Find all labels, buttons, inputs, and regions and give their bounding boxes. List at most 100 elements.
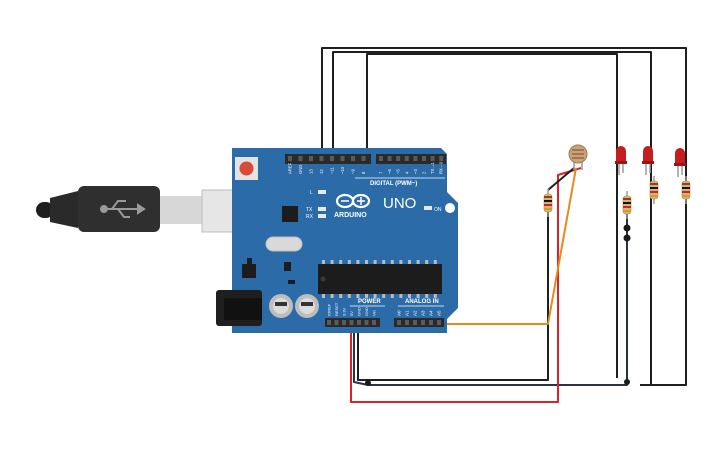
digital-pin[interactable] xyxy=(298,156,303,161)
digital-pin[interactable] xyxy=(387,156,392,161)
chip-leg xyxy=(425,294,429,298)
chip-leg xyxy=(373,260,377,264)
chip-leg xyxy=(347,260,351,264)
digital-pin-label: 2 xyxy=(422,171,427,174)
digital-pin[interactable] xyxy=(379,156,383,161)
chip-leg xyxy=(322,260,325,264)
digital-pin-dots xyxy=(288,156,444,161)
digital-pin[interactable] xyxy=(309,156,313,161)
chip-leg xyxy=(416,294,420,298)
power-pin[interactable] xyxy=(364,320,369,325)
usb-icon xyxy=(100,200,146,218)
digital-pin[interactable] xyxy=(413,156,418,161)
wire-pin10-led1[interactable] xyxy=(366,53,618,378)
digital-pin[interactable] xyxy=(439,156,444,161)
power-pin[interactable] xyxy=(372,320,376,325)
wire-pin12-led2[interactable] xyxy=(332,51,652,385)
digital-pin[interactable] xyxy=(340,156,345,161)
led[interactable] xyxy=(642,146,654,175)
digital-pin[interactable] xyxy=(404,156,409,161)
chip-leg xyxy=(399,260,403,264)
chip-leg xyxy=(390,260,394,264)
power-pin-label: Vin xyxy=(372,310,377,316)
junction-4 xyxy=(365,380,371,386)
power-pin[interactable] xyxy=(349,320,354,325)
wire-gnd-return[interactable] xyxy=(357,205,549,381)
power-pin[interactable] xyxy=(327,320,331,325)
board-led-tx-label: TX xyxy=(306,207,313,213)
photoresistor-track xyxy=(572,149,584,159)
digital-pin[interactable] xyxy=(351,156,355,161)
photoresistor[interactable] xyxy=(568,144,588,170)
resistor[interactable] xyxy=(649,176,659,204)
analog-pin[interactable] xyxy=(405,320,409,325)
crystal xyxy=(265,236,303,252)
digital-pin[interactable] xyxy=(319,156,324,161)
analog-pin-label: A5 xyxy=(437,310,442,316)
power-pin[interactable] xyxy=(342,320,346,325)
chip-leg xyxy=(433,260,437,264)
wire-ldr-res[interactable] xyxy=(547,167,575,191)
chip-leg xyxy=(365,294,368,298)
analog-pin[interactable] xyxy=(429,320,433,325)
digital-pin[interactable] xyxy=(288,156,292,161)
power-pin[interactable] xyxy=(357,320,361,325)
led[interactable] xyxy=(674,148,686,177)
digital-pin-label: ~5 xyxy=(396,169,401,174)
led[interactable] xyxy=(615,146,627,175)
regulator xyxy=(242,264,256,278)
board-led-tx xyxy=(318,207,326,211)
reset-button[interactable] xyxy=(239,161,254,176)
board-led-l xyxy=(318,190,326,194)
chip-notch xyxy=(320,276,326,282)
usb-cable-strain-relief xyxy=(50,191,78,228)
capacitor-2 xyxy=(295,294,319,318)
analog-pin[interactable] xyxy=(421,320,425,325)
wires xyxy=(321,47,687,403)
wire-a0[interactable] xyxy=(405,167,577,325)
chip-leg xyxy=(347,294,351,298)
power-label: POWER xyxy=(358,299,381,305)
model-label: UNO xyxy=(383,195,416,212)
digital-pin-label: ~10 xyxy=(340,166,345,174)
resistors xyxy=(543,176,691,219)
digital-pin-label: 8 xyxy=(361,171,366,174)
analog-pin[interactable] xyxy=(397,320,401,325)
digital-pin[interactable] xyxy=(330,156,334,161)
usb-cable-tip xyxy=(36,202,54,218)
chip-leg xyxy=(382,294,386,298)
digital-label: DIGITAL (PWM~) xyxy=(370,181,417,187)
usb-cable[interactable] xyxy=(36,186,261,233)
digital-pin[interactable] xyxy=(422,156,426,161)
analog-pin[interactable] xyxy=(413,320,417,325)
wire-5v[interactable] xyxy=(350,167,582,403)
leds xyxy=(615,146,686,177)
board-led-rx-label: RX xyxy=(306,214,314,220)
power-pin[interactable] xyxy=(334,320,339,325)
wire-pin13-led3[interactable] xyxy=(321,47,687,386)
digital-pin-label: GND xyxy=(298,165,303,174)
digital-pin[interactable] xyxy=(396,156,401,161)
resistor[interactable] xyxy=(622,191,632,219)
analog-pin[interactable] xyxy=(437,320,441,325)
wire-junctions xyxy=(365,224,631,386)
arduino-logo-icon xyxy=(335,193,371,209)
chip-leg xyxy=(408,260,411,264)
resistor[interactable] xyxy=(681,176,691,204)
digital-pin[interactable] xyxy=(361,156,366,161)
chip-pins xyxy=(322,260,437,298)
junction-3 xyxy=(624,379,630,385)
resistor[interactable] xyxy=(543,189,553,217)
digital-pin-label: ~6 xyxy=(387,169,392,174)
analog-pin-label: A4 xyxy=(429,310,434,316)
analog-header xyxy=(394,318,444,327)
bottom-pin-dots xyxy=(327,320,441,325)
brand-label: ARDUINO xyxy=(334,212,367,219)
digital-pin[interactable] xyxy=(430,156,435,161)
chip-leg xyxy=(433,294,437,298)
